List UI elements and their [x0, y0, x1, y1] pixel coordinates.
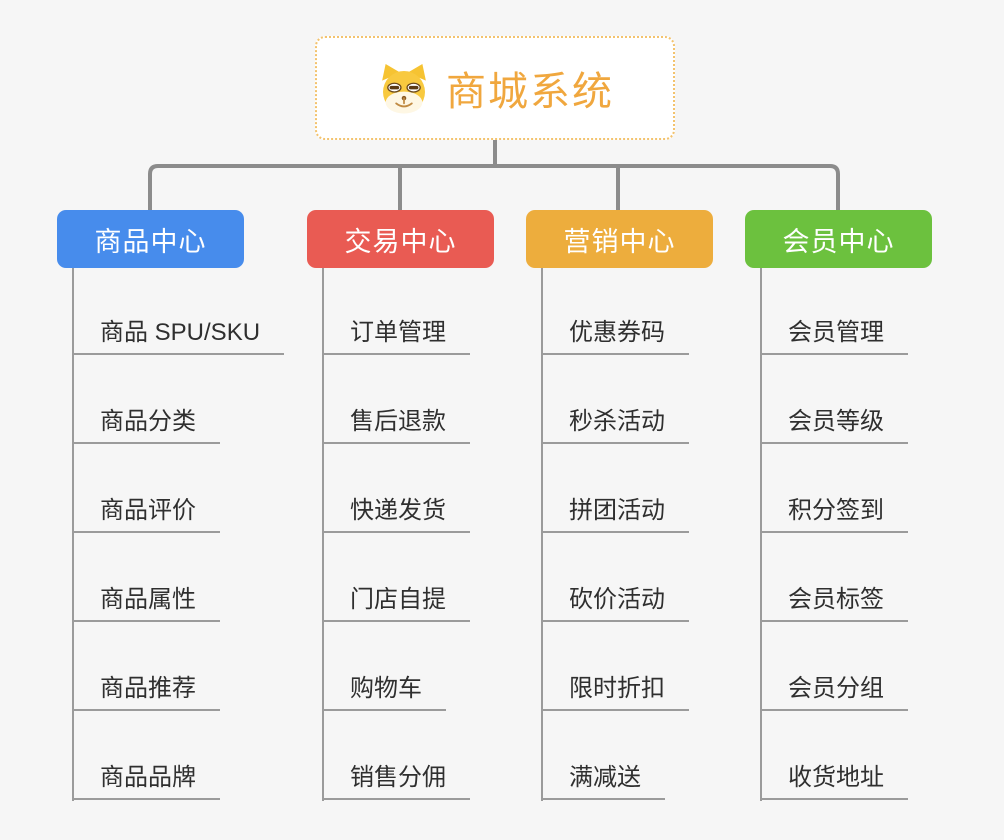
trunk-line-marketing: [541, 268, 543, 801]
leaf-node[interactable]: 商品 SPU/SKU: [72, 317, 285, 355]
branch-product-center[interactable]: 商品中心: [57, 210, 244, 268]
leaf-node[interactable]: 限时折扣: [541, 673, 689, 711]
leaf-node[interactable]: 商品属性: [72, 584, 220, 622]
leaf-node[interactable]: 会员分组: [760, 673, 908, 711]
leaf-node[interactable]: 砍价活动: [541, 584, 689, 622]
leaf-node[interactable]: 商品分类: [72, 406, 220, 444]
root-title: 商城系统: [446, 70, 614, 114]
leaf-node[interactable]: 优惠券码: [541, 317, 689, 355]
leaf-node[interactable]: 拼团活动: [541, 495, 689, 533]
leaf-node[interactable]: 商品评价: [72, 495, 220, 533]
leaf-node[interactable]: 满减送: [541, 762, 665, 800]
leaf-node[interactable]: 会员管理: [760, 317, 908, 355]
trunk-line-trade: [322, 268, 324, 801]
leaf-node[interactable]: 会员等级: [760, 406, 908, 444]
leaf-node[interactable]: 商品推荐: [72, 673, 220, 711]
leaf-node[interactable]: 商品品牌: [72, 762, 220, 800]
branch-label: 商品中心: [94, 226, 207, 257]
branch-label: 会员中心: [782, 226, 895, 257]
branch-label: 交易中心: [344, 226, 457, 257]
branch-trade-center[interactable]: 交易中心: [307, 210, 494, 268]
leaf-node[interactable]: 会员标签: [760, 584, 908, 622]
root-node[interactable]: 商城系统: [315, 36, 675, 140]
leaf-node[interactable]: 订单管理: [322, 317, 470, 355]
branch-marketing-center[interactable]: 营销中心: [526, 210, 713, 268]
leaf-node[interactable]: 秒杀活动: [541, 406, 689, 444]
leaf-node[interactable]: 积分签到: [760, 495, 908, 533]
doge-icon: [382, 63, 426, 113]
leaf-node[interactable]: 销售分佣: [322, 762, 470, 800]
leaf-node[interactable]: 售后退款: [322, 406, 470, 444]
leaf-node[interactable]: 门店自提: [322, 584, 470, 622]
leaf-node[interactable]: 收货地址: [760, 762, 908, 800]
trunk-line-member: [760, 268, 762, 801]
leaf-node[interactable]: 购物车: [322, 673, 446, 711]
trunk-line-product: [72, 268, 74, 801]
branch-member-center[interactable]: 会员中心: [745, 210, 932, 268]
branch-label: 营销中心: [563, 226, 676, 257]
leaf-node[interactable]: 快递发货: [322, 495, 470, 533]
